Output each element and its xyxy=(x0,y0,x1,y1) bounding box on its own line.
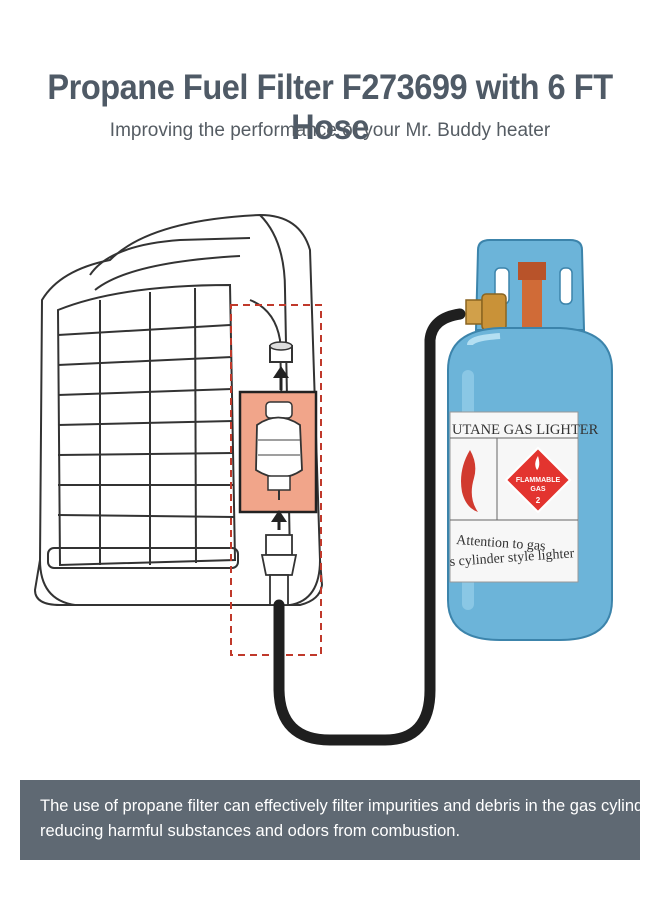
heater-inlet-port xyxy=(269,341,293,363)
hose-fitting-icon xyxy=(260,534,298,606)
diamond-line1: FLAMMABLE xyxy=(516,477,561,484)
product-illustration: UTANE GAS LIGHTER FLAMMABLE GAS 2 Attent… xyxy=(33,213,613,746)
diamond-number: 2 xyxy=(536,496,541,505)
info-text-line2: reducing harmful substances and odors fr… xyxy=(40,822,461,840)
flame-icon xyxy=(461,450,478,512)
arrow-up-icon xyxy=(271,510,287,530)
page-subtitle: Improving the performance of your Mr. Bu… xyxy=(109,120,551,141)
tank-label-heading: UTANE GAS LIGHTER xyxy=(452,422,599,438)
hose-icon xyxy=(273,308,466,746)
tank-label-line1: Attention to gas xyxy=(456,533,546,554)
heater-illustration xyxy=(33,213,324,606)
propane-tank-icon xyxy=(447,239,613,641)
diamond-line2: GAS xyxy=(530,486,546,493)
page-title: Propane Fuel Filter F273699 with 6 FT Ho… xyxy=(47,68,613,147)
info-text-line1: The use of propane filter can effectivel… xyxy=(40,797,660,815)
arrow-up-icon xyxy=(273,366,289,390)
fuel-filter-icon xyxy=(238,390,318,514)
flammable-diamond-icon xyxy=(504,446,572,514)
info-banner: The use of propane filter can effectivel… xyxy=(20,780,660,860)
